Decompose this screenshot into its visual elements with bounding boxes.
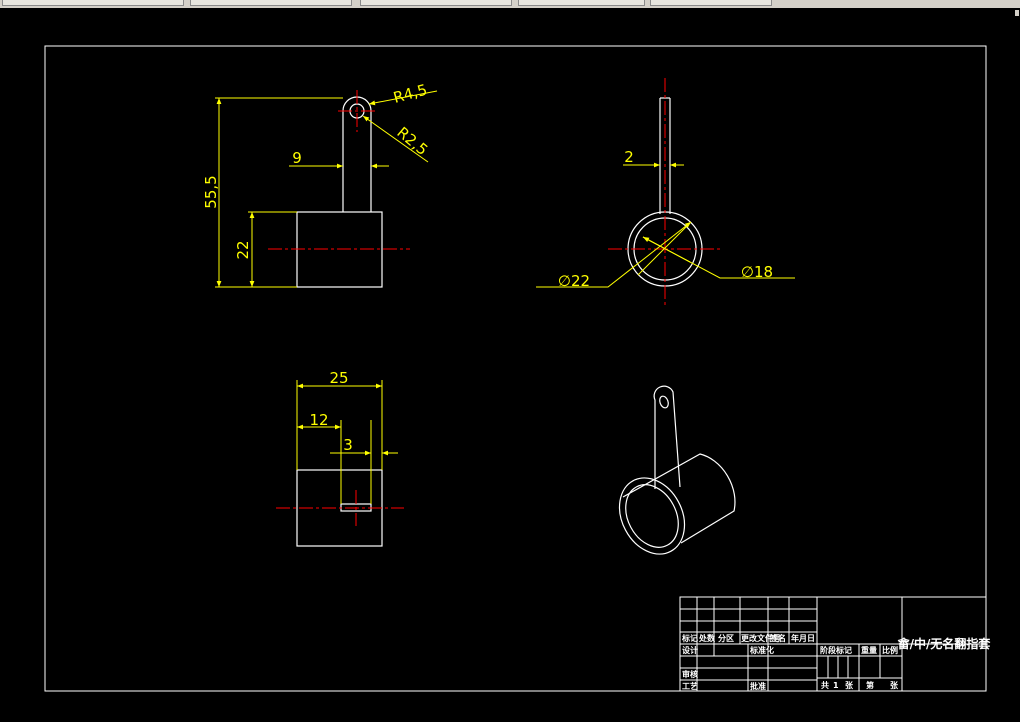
tb-label-date: 年月日: [791, 633, 815, 643]
drawing-border: [44, 45, 987, 692]
tb-label-weight: 重量: [861, 645, 877, 655]
title-block: 标记 处数 分区 更改文件号 签名 年月日 设计 标准化 审核 工艺 批准 阶段…: [679, 596, 992, 692]
tb-drawing-title: 畲/中/无名翻指套: [897, 636, 992, 651]
top-view-dimensions: [296, 380, 398, 504]
tb-label-standard: 标准化: [749, 645, 774, 655]
title-block-grid: [679, 596, 987, 692]
toolbar-segment[interactable]: [2, 0, 184, 6]
dim-tab-width: 9: [292, 149, 302, 167]
top-view-centerlines: [276, 490, 404, 526]
front-view-dimensions: [215, 90, 438, 288]
tb-label-stage-mark: 阶段标记: [820, 645, 852, 655]
tb-label-sheets: 张: [845, 681, 854, 690]
window-top-bar: [0, 0, 1020, 8]
tb-label-process: 工艺: [682, 681, 698, 691]
toolbar-segment[interactable]: [190, 0, 352, 6]
dim-hole-radius: R2,5: [393, 123, 431, 159]
side-view-dimensions: [536, 162, 795, 288]
dim-slot-offset: 12: [309, 411, 328, 429]
dim-outer-radius: R4,5: [391, 81, 429, 107]
tb-label-doc-no: 更改文件号: [741, 633, 781, 643]
tb-label-count: 处数: [698, 633, 716, 643]
tb-label-total-prefix: 共: [821, 680, 829, 690]
toolbar-segment[interactable]: [650, 0, 772, 6]
tb-label-review: 审核: [682, 669, 698, 679]
tb-label-design: 设计: [682, 645, 698, 655]
vertical-scrollbar[interactable]: [1014, 8, 1020, 722]
top-view: 25 12 3: [276, 369, 404, 547]
dim-tab-thickness: 2: [624, 148, 634, 166]
front-view: 55,5 22 9 R4,5 R2,5: [202, 81, 438, 288]
tb-label-zone: 分区: [718, 633, 734, 643]
tb-label-sheet-no: 第: [866, 680, 874, 690]
front-view-centerlines: [268, 90, 410, 250]
dim-overall-width: 25: [329, 369, 348, 387]
tb-label-approve: 批准: [750, 681, 766, 691]
isometric-view: [618, 385, 736, 555]
tb-label-scale: 比例: [882, 645, 898, 655]
dim-total-height: 55,5: [202, 175, 220, 208]
toolbar-segment[interactable]: [518, 0, 645, 6]
toolbar-segment[interactable]: [360, 0, 512, 6]
dim-inner-diameter: ∅18: [741, 263, 773, 281]
dim-outer-diameter: ∅22: [558, 272, 590, 290]
tb-sheet-count: 1: [833, 681, 839, 690]
front-view-geometry: [296, 96, 383, 288]
tb-label-sheet-suffix: 张: [890, 681, 899, 690]
tb-label-sign: 签名: [769, 633, 786, 643]
dim-body-height: 22: [234, 240, 252, 259]
side-view: 2 ∅22 ∅18: [536, 78, 795, 308]
dim-slot-width: 3: [343, 436, 353, 454]
tb-label-mark: 标记: [681, 633, 698, 643]
scrollbar-thumb[interactable]: [1015, 10, 1019, 16]
